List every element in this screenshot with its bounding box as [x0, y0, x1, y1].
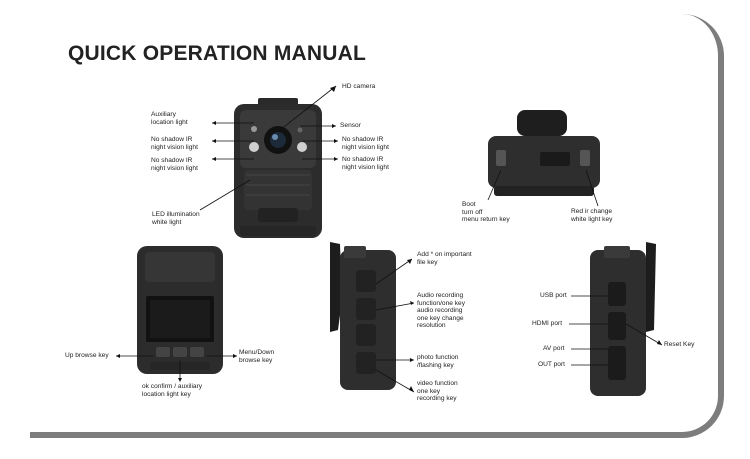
label-ir-right-2: No shadow IR night vision light	[342, 156, 389, 171]
label-ir-left-1: No shadow IR night vision light	[151, 136, 198, 151]
label-usb-port: USB port	[540, 292, 567, 299]
label-ir-right-1: No shadow IR night vision light	[342, 136, 389, 151]
label-up-browse-key: Up browse key	[65, 352, 109, 359]
label-add-key: Add * on important file key	[417, 251, 472, 266]
label-sensor: Sensor	[340, 122, 361, 129]
page-title: QUICK OPERATION MANUAL	[68, 42, 367, 65]
label-aux-light: Auxiliary location light	[151, 111, 188, 126]
top-view-device	[488, 110, 600, 196]
back-view-device	[137, 246, 223, 374]
left-side-device	[330, 242, 396, 390]
label-red-ir-key: Red ir change white light key	[571, 208, 613, 223]
right-side-device	[590, 242, 656, 396]
front-view-device	[234, 98, 322, 238]
label-ok-confirm-key: ok confirm / auxiliary location light ke…	[142, 383, 203, 398]
label-menu-down-key: Menu/Down browse key	[239, 349, 275, 364]
label-photo-key: photo function /flashing key	[417, 354, 459, 369]
label-boot-key: Boot turn off menu return key	[462, 201, 510, 224]
label-hd-camera: HD camera	[342, 83, 376, 90]
callout-lines	[116, 85, 663, 393]
label-reset-key: Reset Key	[664, 341, 695, 348]
label-av-port: AV port	[543, 345, 565, 352]
callout-arrowheads	[116, 86, 662, 392]
label-out-port: OUT port	[538, 361, 565, 368]
label-hdmi-port: HDMI port	[532, 320, 563, 327]
label-ir-left-2: No shadow IR night vision light	[151, 157, 198, 172]
label-video-key: video function one key recording key	[417, 380, 458, 403]
label-led-light: LED illumination white light	[152, 211, 200, 226]
label-audio-key: Audio recording function/one key audio r…	[417, 292, 466, 330]
